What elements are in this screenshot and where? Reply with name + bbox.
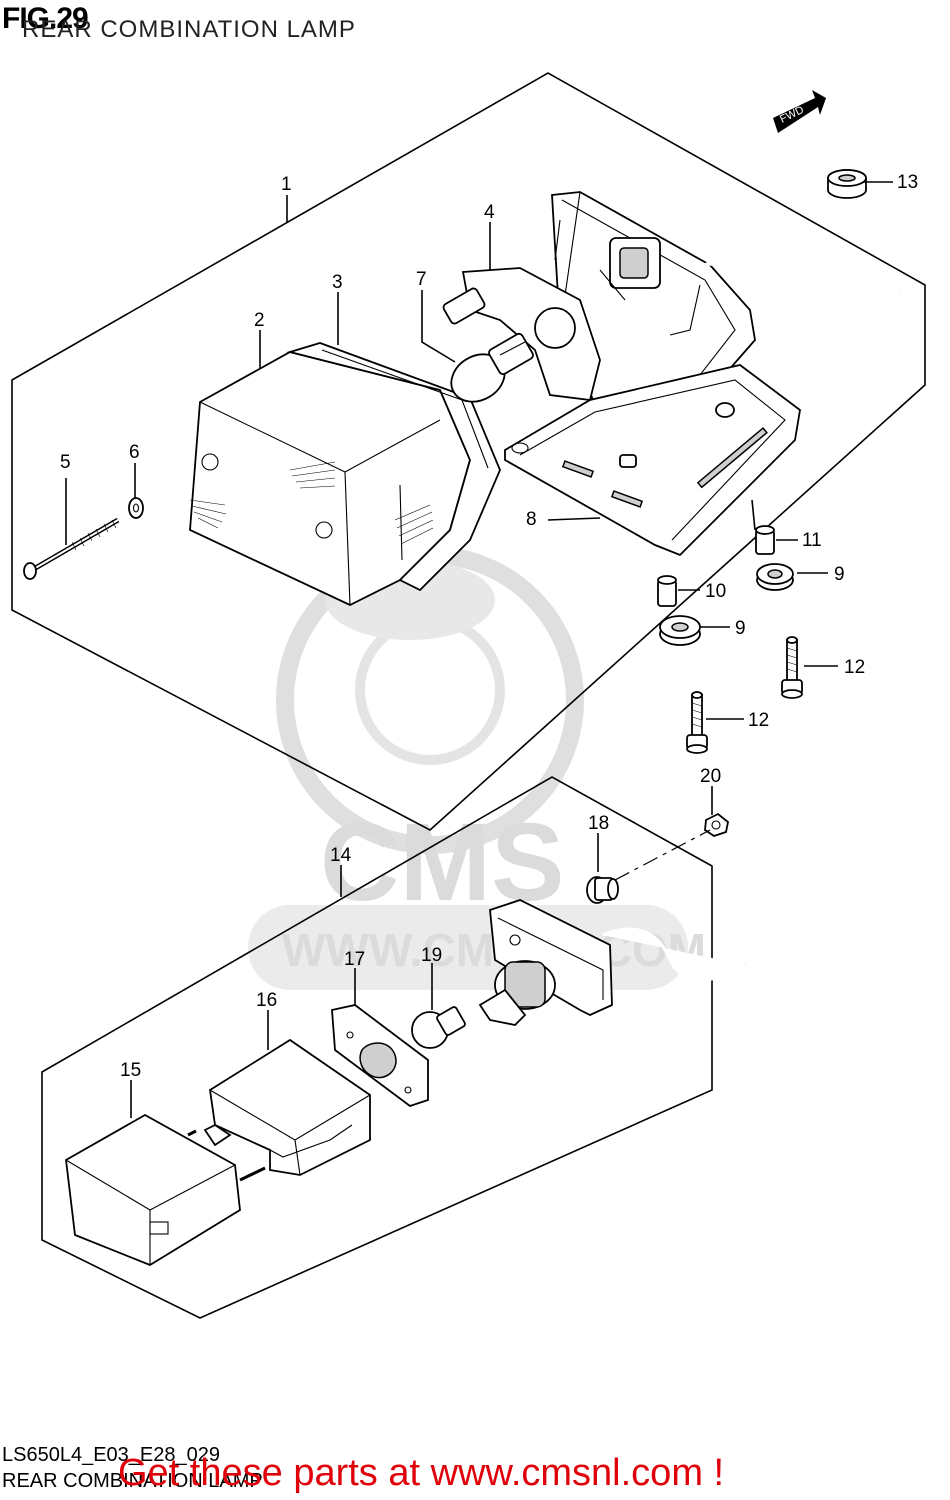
- callout-9-lower: 9: [735, 618, 746, 639]
- bolt-12-upper-icon: [781, 636, 803, 699]
- figure-number: FIG.29: [2, 2, 89, 35]
- grommet-9-upper-icon: [756, 563, 794, 591]
- leader-lines: [65, 181, 893, 1118]
- callout-3: 3: [332, 272, 343, 293]
- bulb-7-icon: [442, 287, 534, 403]
- bracket-8-icon: [504, 364, 801, 557]
- lamp-housing-4-icon: [461, 191, 901, 421]
- lens-cover-16-icon: [203, 1038, 371, 1176]
- diagram-name: REAR COMBINATION LAMP: [2, 1470, 263, 1492]
- assembly-center-line: [614, 829, 711, 881]
- callout-9-upper: 9: [834, 564, 845, 585]
- spacer-10-icon: [657, 575, 677, 607]
- callout-11: 11: [802, 530, 822, 551]
- callout-4: 4: [484, 202, 495, 223]
- grommet-13-icon: [827, 169, 867, 199]
- promo-link[interactable]: Get these parts at www.cmsnl.com !: [118, 1452, 725, 1494]
- gasket-17-icon: [331, 1004, 429, 1108]
- license-lamp-housing-icon: [478, 899, 746, 1026]
- bolt-18-icon: [586, 876, 619, 904]
- callout-17: 17: [344, 949, 365, 970]
- assembly-14-boundary: [41, 776, 713, 1319]
- fwd-arrow-icon: FWD: [773, 90, 826, 133]
- callout-1: 1: [281, 174, 292, 195]
- bulb-19-icon: [411, 1006, 466, 1049]
- callout-13: 13: [897, 172, 918, 193]
- callout-8: 8: [526, 509, 537, 530]
- callout-labels: 1 2 3 4 5 6 7 8 9 9 10 11 12 12 13 14 15…: [60, 172, 918, 1081]
- callout-20: 20: [700, 766, 721, 787]
- screw-5-icon: [23, 517, 120, 580]
- callout-14: 14: [330, 845, 352, 866]
- cms-watermark: CMS WWW.CMSNL.COM: [248, 546, 706, 990]
- bolt-12-lower-icon: [686, 691, 708, 754]
- callout-10: 10: [705, 581, 726, 602]
- figure-title: REAR COMBINATION LAMP: [22, 16, 356, 43]
- callout-6: 6: [129, 442, 140, 463]
- washer-6-icon: [128, 497, 144, 519]
- callout-12-lower: 12: [748, 710, 769, 731]
- callout-18: 18: [588, 813, 609, 834]
- callout-19: 19: [421, 945, 442, 966]
- callout-12-upper: 12: [844, 657, 865, 678]
- diagram-code: LS650L4_E03_E28_029: [2, 1444, 220, 1466]
- grommet-9-lower-icon: [659, 615, 701, 646]
- lens-15-icon: [65, 1113, 266, 1267]
- assembly-1-boundary: [11, 72, 926, 831]
- spacer-11-icon: [755, 525, 775, 555]
- callout-15: 15: [120, 1060, 141, 1081]
- callout-2: 2: [254, 310, 265, 331]
- callout-7: 7: [416, 269, 427, 290]
- callout-5: 5: [60, 452, 71, 473]
- nut-20-icon: [704, 812, 729, 837]
- callout-16: 16: [256, 990, 277, 1011]
